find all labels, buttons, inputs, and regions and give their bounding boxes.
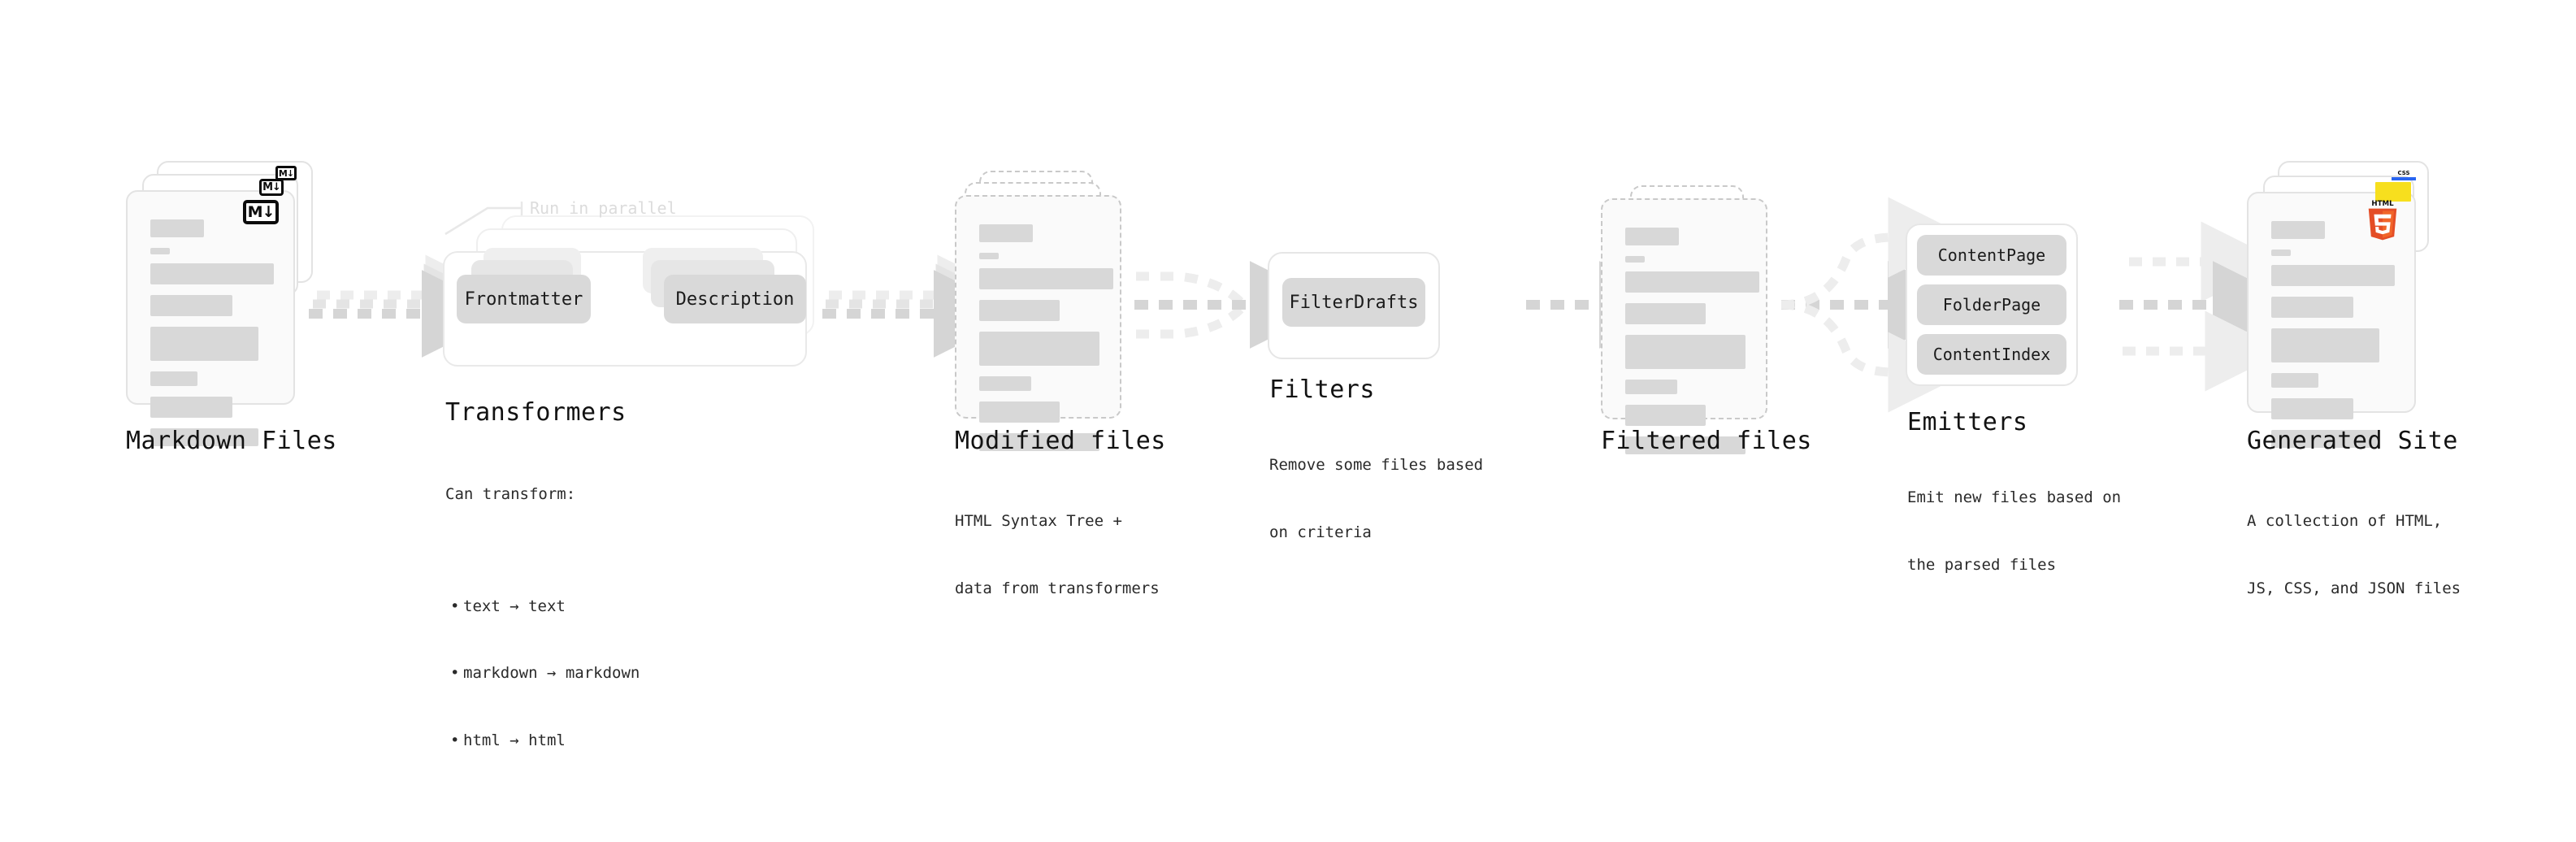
transform-bullet-text: text → text xyxy=(450,596,640,618)
stage-title-modified-files: Modified files xyxy=(955,427,1166,455)
markdown-skeleton-bars xyxy=(150,219,274,457)
run-in-parallel-annotation: Run in parallel xyxy=(530,198,677,218)
css-badge-bar xyxy=(2392,177,2416,180)
stage-title-markdown-files: Markdown Files xyxy=(126,427,337,455)
filtered-card-front[interactable] xyxy=(1601,198,1767,454)
modified-desc-line-1: HTML Syntax Tree + xyxy=(955,512,1122,531)
site-desc-line-2: JS, CSS, and JSON files xyxy=(2247,579,2461,597)
markdown-card-front[interactable] xyxy=(126,190,295,446)
emitter-pill-contentindex[interactable]: ContentIndex xyxy=(1917,334,2066,375)
emitter-pill-contentpage[interactable]: ContentPage xyxy=(1917,235,2066,276)
stage-desc-emitters: Emit new files based on the parsed files xyxy=(1907,442,2121,621)
css-badge-label: CSS xyxy=(2397,170,2410,176)
transformer-pill-description[interactable]: Description xyxy=(664,275,806,323)
stage-desc-transformers: Can transform: text → text markdown → ma… xyxy=(445,439,640,842)
site-skeleton-bars xyxy=(2271,221,2395,458)
modified-skeleton-bars xyxy=(979,224,1113,462)
stage-title-generated-site: Generated Site xyxy=(2247,427,2458,455)
markdown-badge-mid: M↓ xyxy=(259,179,284,196)
transform-bullet-html: html → html xyxy=(450,730,640,753)
connector-modified-to-filters xyxy=(1134,261,1338,349)
stage-desc-modified-files: HTML Syntax Tree + data from transformer… xyxy=(955,466,1160,645)
site-desc-line-1: A collection of HTML, xyxy=(2247,512,2443,531)
connector-emitters-to-site xyxy=(2119,221,2301,392)
filters-desc-line-2: on criteria xyxy=(1269,523,1372,541)
emitters-desc-line-2: the parsed files xyxy=(1907,555,2057,574)
filters-desc-line-1: Remove some files based xyxy=(1269,456,1484,475)
transformer-pill-frontmatter[interactable]: Frontmatter xyxy=(457,275,591,323)
connector-filtered-to-emitters xyxy=(1780,197,1975,413)
transform-heading: Can transform: xyxy=(445,485,576,504)
stage-title-emitters: Emitters xyxy=(1907,408,2028,436)
filter-pill-filterdrafts[interactable]: FilterDrafts xyxy=(1282,278,1425,327)
stage-desc-generated-site: A collection of HTML, JS, CSS, and JSON … xyxy=(2247,466,2461,645)
transform-bullet-list: text → text markdown → markdown html → h… xyxy=(445,551,640,797)
transform-bullet-markdown: markdown → markdown xyxy=(450,662,640,685)
stage-title-transformers: Transformers xyxy=(445,398,627,427)
html5-badge: HTML xyxy=(2364,198,2401,241)
svg-text:HTML: HTML xyxy=(2371,200,2394,208)
modified-desc-line-2: data from transformers xyxy=(955,579,1160,597)
emitter-pill-folderpage[interactable]: FolderPage xyxy=(1917,284,2066,325)
diagram-canvas: M↓ M↓ M↓ Markdown Files Frontmatter Desc… xyxy=(0,0,2576,681)
modified-card-front[interactable] xyxy=(955,195,1121,451)
js-badge xyxy=(2375,182,2411,202)
connector-transformers-to-modified xyxy=(822,254,1021,358)
css-badge: CSS xyxy=(2392,167,2416,180)
markdown-badge-back: M↓ xyxy=(275,166,297,180)
stage-desc-filters: Remove some files based on criteria xyxy=(1269,410,1483,588)
stage-title-filters: Filters xyxy=(1269,375,1375,404)
connector-markdown-to-transformers xyxy=(309,254,510,358)
markdown-badge-front: M↓ xyxy=(243,200,279,224)
stage-title-filtered-files: Filtered files xyxy=(1601,427,1812,455)
emitters-desc-line-1: Emit new files based on xyxy=(1907,488,2122,507)
filtered-skeleton-bars xyxy=(1625,228,1759,465)
